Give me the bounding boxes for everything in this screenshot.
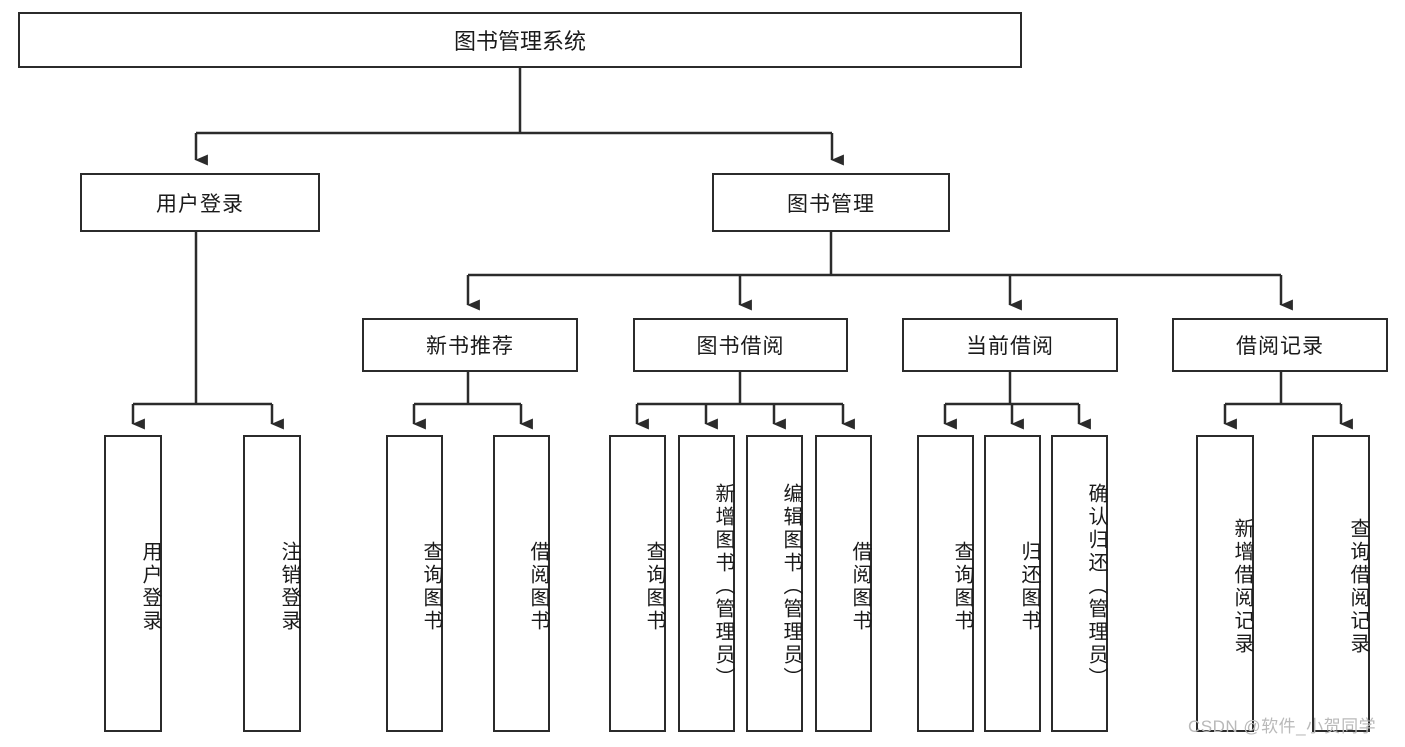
leaf-borrow-query-book[interactable]: 查询图书 <box>609 435 666 732</box>
node-root-system[interactable]: 图书管理系统 <box>18 12 1022 68</box>
leaf-recommend-query-book[interactable]: 查询图书 <box>386 435 443 732</box>
node-label: 借阅图书 <box>527 540 549 633</box>
leaf-borrow-add-book-admin[interactable]: 新增图书（管理员） <box>678 435 735 732</box>
node-label: 图书借阅 <box>696 335 785 358</box>
node-label: 注销登录 <box>278 540 300 633</box>
node-new-book-recommend[interactable]: 新书推荐 <box>362 318 578 372</box>
node-label: 查询图书 <box>420 540 442 633</box>
leaf-current-query-book[interactable]: 查询图书 <box>917 435 974 732</box>
node-user-login[interactable]: 用户登录 <box>80 173 320 232</box>
node-label: 查询借阅记录 <box>1347 517 1369 656</box>
node-label: 用户登录 <box>139 540 161 633</box>
leaf-recommend-borrow-book[interactable]: 借阅图书 <box>493 435 550 732</box>
node-label: 查询图书 <box>951 540 973 633</box>
leaf-borrow-borrow-book[interactable]: 借阅图书 <box>815 435 872 732</box>
leaf-user-login-logout[interactable]: 注销登录 <box>243 435 301 732</box>
node-label: 确认归还（管理员） <box>1085 483 1107 690</box>
node-label: 当前借阅 <box>966 335 1054 358</box>
node-label: 图书管理 <box>787 192 875 216</box>
node-label: 归还图书 <box>1018 540 1040 633</box>
node-book-borrow[interactable]: 图书借阅 <box>633 318 848 372</box>
leaf-record-add-record[interactable]: 新增借阅记录 <box>1196 435 1254 732</box>
leaf-borrow-edit-book-admin[interactable]: 编辑图书（管理员） <box>746 435 803 732</box>
node-label: 借阅记录 <box>1236 335 1324 358</box>
leaf-record-query-record[interactable]: 查询借阅记录 <box>1312 435 1370 732</box>
node-book-management[interactable]: 图书管理 <box>712 173 950 232</box>
node-label: 用户登录 <box>156 192 244 216</box>
node-label: 新增图书（管理员） <box>712 483 734 690</box>
leaf-user-login-login[interactable]: 用户登录 <box>104 435 162 732</box>
watermark: CSDN @软件_小贺同学 <box>1188 717 1377 736</box>
leaf-current-return-book[interactable]: 归还图书 <box>984 435 1041 732</box>
node-label: 新增借阅记录 <box>1231 517 1253 656</box>
node-label: 查询图书 <box>643 540 665 633</box>
node-current-borrow[interactable]: 当前借阅 <box>902 318 1118 372</box>
node-label: 新书推荐 <box>426 335 514 358</box>
leaf-current-confirm-return-admin[interactable]: 确认归还（管理员） <box>1051 435 1108 732</box>
node-label: 借阅图书 <box>849 540 871 633</box>
node-label: 图书管理系统 <box>453 29 586 54</box>
node-label: 编辑图书（管理员） <box>780 483 802 690</box>
node-borrow-record[interactable]: 借阅记录 <box>1172 318 1388 372</box>
